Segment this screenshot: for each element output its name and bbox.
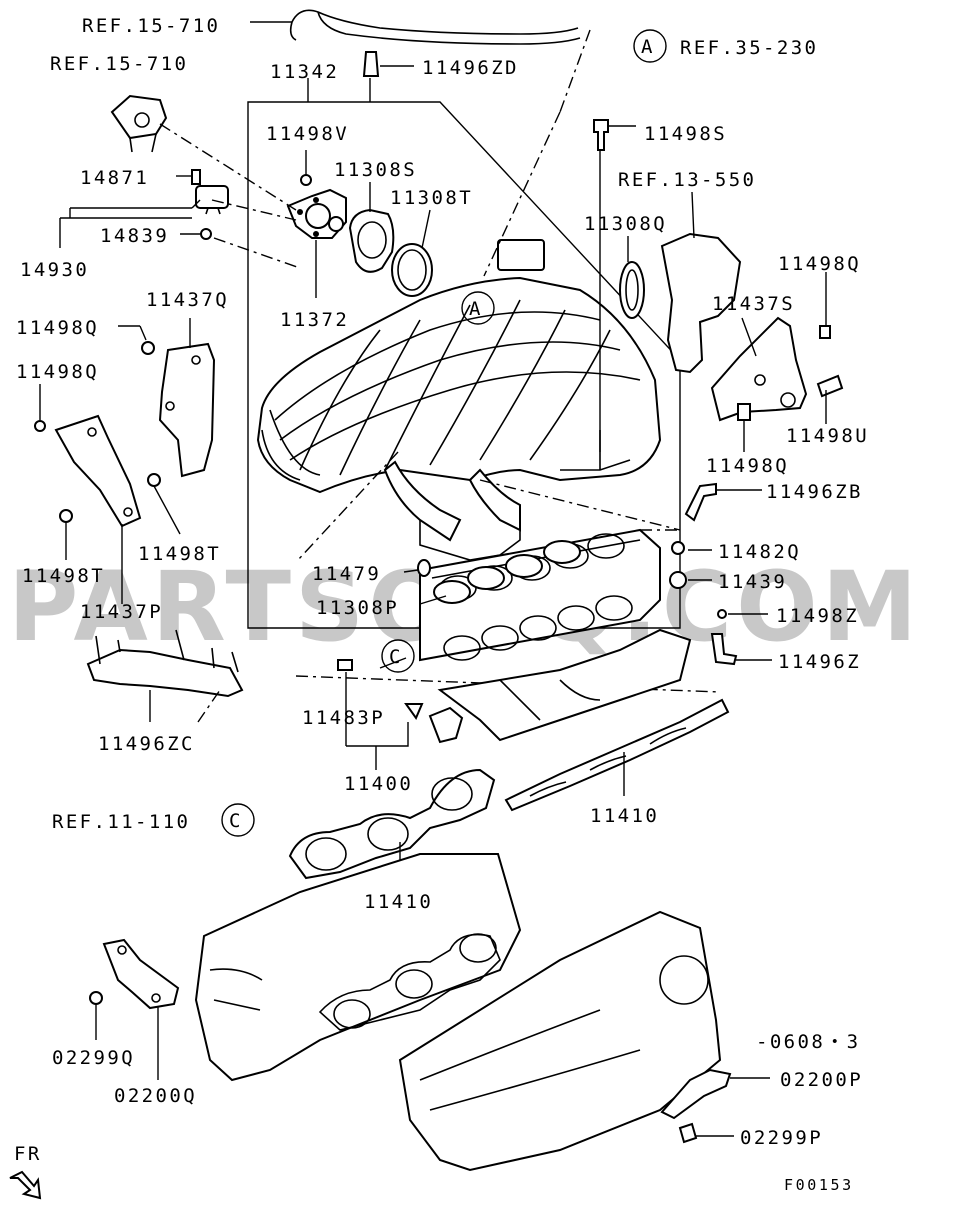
nut-11498t-right: [147, 473, 161, 487]
callout-c-ref: [221, 803, 255, 837]
sleeve-11483p: [337, 659, 353, 671]
nut-11498q-left-2: [34, 420, 46, 432]
label-11308t: 11308T: [390, 187, 473, 209]
direction-label: FR: [14, 1143, 42, 1165]
upper-intake-manifold: [256, 239, 662, 561]
label-11498t-right: 11498T: [138, 543, 221, 565]
label-11308p: 11308P: [316, 597, 399, 619]
gasket-lower: [433, 540, 581, 604]
ref-35-230: REF.35-230: [680, 37, 818, 59]
label-11410-right: 11410: [590, 805, 659, 827]
nut-11498q-left-1: [141, 341, 155, 355]
gasket-11308t: [391, 243, 433, 297]
bolt-11498u: [816, 374, 844, 398]
callout-c-mid: [381, 639, 415, 673]
nut-11498v: [300, 174, 312, 186]
label-11400: 11400: [344, 773, 413, 795]
ref-13-550: REF.13-550: [618, 169, 756, 191]
bolt-02299p: [678, 1122, 698, 1144]
bracket-11437p: [54, 414, 142, 528]
nut-11439: [669, 571, 687, 589]
bolt-11498z: [717, 609, 727, 619]
ref-11-110: REF.11-110: [52, 811, 190, 833]
label-11498u: 11498U: [786, 425, 869, 447]
gasket-11308s: [348, 208, 395, 273]
bracket-11437s: [710, 316, 808, 422]
date-note: -0608・3: [756, 1031, 860, 1053]
label-02200p: 02200P: [780, 1069, 863, 1091]
label-11479: 11479: [312, 563, 381, 585]
bracket-11496z: [710, 633, 738, 666]
callout-a-top-text: A: [641, 36, 655, 58]
bolt-11496zd: [362, 51, 380, 77]
callout-a-mid: [461, 291, 495, 325]
ref-15-710-left: REF.15-710: [50, 53, 188, 75]
label-11308s: 11308S: [334, 159, 417, 181]
bolt-11498s: [593, 119, 609, 151]
label-11496z: 11496Z: [778, 651, 861, 673]
label-11498v: 11498V: [266, 123, 349, 145]
callout-c-ref-text: C: [229, 810, 243, 832]
bolt-02299q: [89, 991, 103, 1005]
oring-14839: [200, 228, 212, 240]
label-11342: 11342: [270, 61, 339, 83]
label-11498q-left-2: 11498Q: [16, 361, 99, 383]
air-hose: [250, 9, 579, 35]
bracket-02200p: [660, 1068, 732, 1120]
label-11437p: 11437P: [80, 601, 163, 623]
harness-bracket-11496zc: [86, 648, 244, 698]
lower-intake-manifold: [419, 528, 692, 742]
bracket-02200q: [102, 938, 180, 1010]
bolt-11498q-right-mid: [737, 403, 751, 421]
bracket-11496zb: [684, 482, 717, 522]
label-11439: 11439: [718, 571, 787, 593]
nut-11498t-left: [59, 509, 73, 523]
ref-15-710-top: REF.15-710: [82, 15, 220, 37]
nut-11482q: [671, 541, 685, 555]
plug-11479: [417, 559, 431, 577]
label-02299p: 02299P: [740, 1127, 823, 1149]
cylinder-head-left: [194, 853, 522, 1082]
direction-arrow: [9, 1170, 42, 1200]
label-11437s: 11437S: [712, 293, 795, 315]
callout-a-mid-text: A: [469, 298, 483, 320]
vacuum-fitting: [110, 94, 168, 140]
label-02299q: 02299Q: [52, 1047, 135, 1069]
label-11498q-left-1: 11498Q: [16, 317, 99, 339]
label-11482q: 11482Q: [718, 541, 801, 563]
callout-c-mid-text: C: [389, 646, 403, 668]
callout-a-top: [633, 29, 667, 63]
bolt-11498q-right-top: [819, 325, 831, 339]
gasket-11410-center: [288, 768, 496, 880]
label-11498t-left: 11498T: [22, 565, 105, 587]
label-11498q-right-mid: 11498Q: [706, 455, 789, 477]
label-11410-center: 11410: [364, 891, 433, 913]
label-14930: 14930: [20, 259, 89, 281]
label-11496zd: 11496ZD: [422, 57, 519, 79]
label-11498s: 11498S: [644, 123, 727, 145]
throttle-body: [286, 188, 347, 239]
label-11308q: 11308Q: [584, 213, 667, 235]
hose-leader: [559, 29, 591, 113]
bracket-11437q: [158, 342, 216, 478]
label-11496zb: 11496ZB: [766, 481, 863, 503]
cover-ref-13-550: [660, 232, 742, 374]
label-11496zc: 11496ZC: [98, 733, 195, 755]
label-11372: 11372: [280, 309, 349, 331]
sensor-14930: [195, 185, 229, 209]
label-02200q: 02200Q: [114, 1085, 197, 1107]
label-11437q: 11437Q: [146, 289, 229, 311]
label-11498z: 11498Z: [776, 605, 859, 627]
diagram-code: F00153: [784, 1176, 854, 1194]
gasket-11308q: [619, 261, 645, 319]
upper-assembly-frame: [247, 101, 681, 629]
label-14839: 14839: [100, 225, 169, 247]
label-14871: 14871: [80, 167, 149, 189]
air-hose-inner: [289, 11, 581, 45]
label-11498q-right-top: 11498Q: [778, 253, 861, 275]
label-11483p: 11483P: [302, 707, 385, 729]
